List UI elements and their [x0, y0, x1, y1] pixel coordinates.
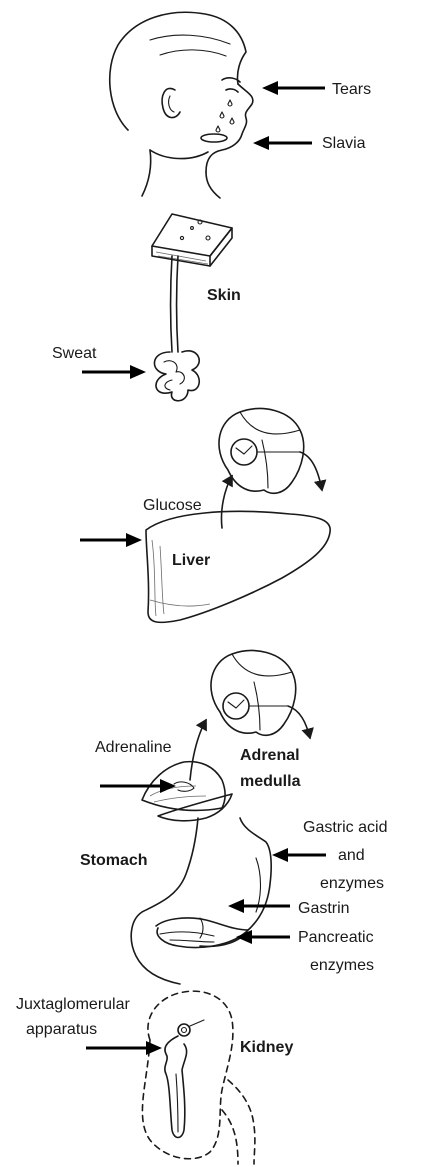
- stomach-illustration: [131, 818, 271, 984]
- adrenaline-label: Adrenaline: [95, 739, 172, 756]
- tears-arrow: [262, 81, 325, 95]
- gastric-label-line3: enzymes: [320, 875, 384, 892]
- adrenal-illustration: [142, 720, 232, 821]
- juxta-arrow: [86, 1041, 162, 1055]
- juxta-label-line2: apparatus: [26, 1021, 97, 1038]
- pancreatic-arrow: [236, 930, 290, 944]
- brain-illustration-2: [211, 651, 310, 738]
- sweat-label: Sweat: [52, 345, 97, 362]
- pancreatic-label-line2: enzymes: [310, 957, 374, 974]
- brain-illustration-1: [219, 409, 322, 494]
- adrenal-arrow: [100, 779, 176, 793]
- sweat-arrow: [82, 365, 146, 379]
- skin-illustration: [152, 214, 232, 401]
- glucose-label: Glucose: [143, 497, 202, 514]
- stomach-label: Stomach: [80, 852, 148, 869]
- skin-label: Skin: [207, 287, 241, 304]
- gastric-label-line2: and: [338, 847, 365, 864]
- saliva-label: Slavia: [322, 135, 366, 152]
- gastric-arrow: [272, 848, 326, 862]
- juxta-label-line1: Juxtaglomerular: [16, 996, 131, 1013]
- pancreatic-label-line1: Pancreatic: [298, 929, 374, 946]
- gastric-label-line1: Gastric acid: [303, 819, 387, 836]
- gastrin-label: Gastrin: [298, 900, 350, 917]
- adrenal-label-line2: medulla: [240, 773, 301, 790]
- saliva-arrow: [253, 136, 312, 150]
- liver-label: Liver: [172, 552, 210, 569]
- tears-label: Tears: [332, 81, 371, 98]
- liver-arrow: [80, 533, 142, 547]
- adrenal-label-line1: Adrenal: [240, 747, 300, 764]
- kidney-label: Kidney: [240, 1039, 293, 1056]
- head-illustration: [110, 12, 253, 198]
- kidney-illustration: [142, 991, 254, 1164]
